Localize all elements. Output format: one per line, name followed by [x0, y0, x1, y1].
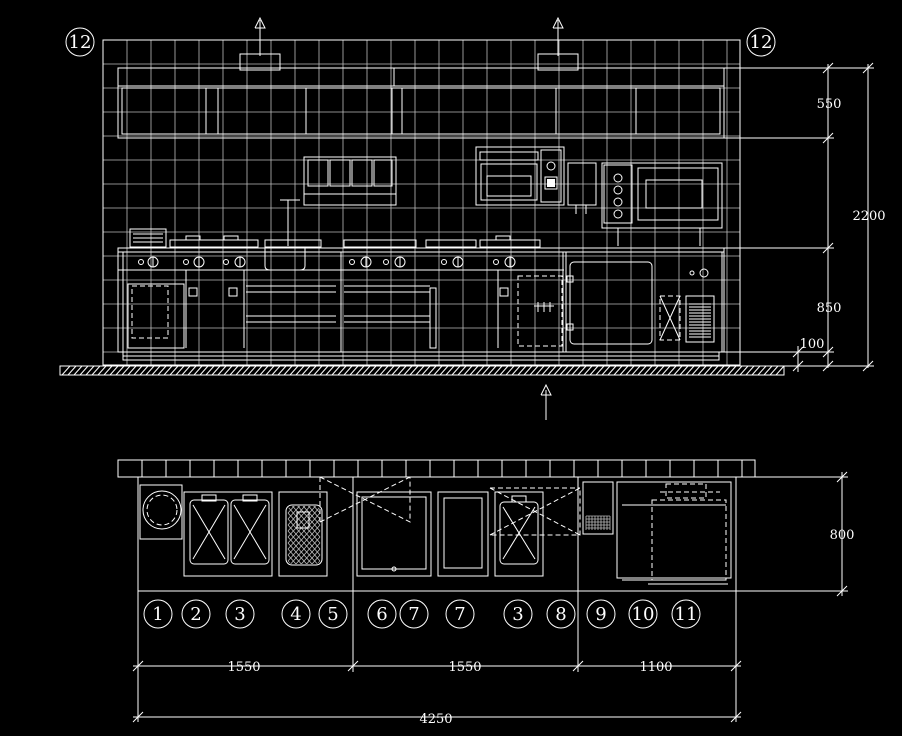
callout-left-label: 12 — [69, 32, 92, 53]
dim-total-height: 2200 — [852, 209, 885, 224]
dim-segment-3: 1100 — [639, 660, 672, 675]
plan-label-13: 11 — [671, 599, 701, 629]
plan-label-11: 9 — [586, 599, 616, 629]
plan-label-text: 3 — [512, 604, 523, 625]
dim-plinth: 100 — [800, 337, 825, 352]
plan-label-12: 10 — [628, 599, 658, 629]
floor-line — [59, 365, 785, 376]
plan-label-9: 3 — [503, 599, 533, 629]
exhaust-arrow-right — [537, 16, 579, 71]
plan-wall-tiles — [141, 460, 743, 477]
dim-depth: 800 — [830, 528, 855, 543]
plan-label-8: 7 — [445, 599, 475, 629]
plan-label-6: 6 — [367, 599, 397, 629]
plan-label-text: 8 — [555, 604, 566, 625]
exhaust-arrow-left — [239, 16, 281, 71]
dim-total-width: 4250 — [419, 712, 452, 727]
dim-segment-2: 1550 — [448, 660, 481, 675]
plan-label-text: 1 — [152, 604, 163, 625]
plan-label-text: 11 — [675, 604, 698, 625]
base-counter — [117, 247, 725, 361]
plan-item-6-7 — [356, 491, 432, 577]
plan-label-text: 6 — [376, 604, 387, 625]
plan-label-10: 8 — [546, 599, 576, 629]
elevation-dimensions: 550 2200 850 100 — [720, 62, 886, 372]
callout-right-label: 12 — [750, 32, 773, 53]
plan-label-text: 9 — [595, 604, 606, 625]
plan-label-4: 4 — [281, 599, 311, 629]
oven-vent-grill — [689, 303, 711, 338]
plan-item-9 — [582, 481, 614, 535]
dim-upper-cabinet: 550 — [817, 97, 842, 112]
wall-control-box — [567, 162, 597, 214]
dim-counter-height: 850 — [817, 301, 842, 316]
wall-oven — [475, 146, 565, 206]
plan-label-3: 3 — [225, 599, 255, 629]
range-hood — [117, 67, 725, 139]
plan-item-4 — [278, 491, 328, 577]
plan-label-text: 2 — [190, 604, 201, 625]
plan-counter-outline — [137, 476, 737, 592]
plan-label-text: 3 — [234, 604, 245, 625]
plan-label-2: 2 — [181, 599, 211, 629]
plan-label-text: 10 — [632, 604, 655, 625]
section-arrow — [540, 383, 552, 420]
counter-top-items — [129, 228, 541, 248]
combi-oven — [601, 162, 723, 246]
plan-label-5: 5 — [318, 599, 348, 629]
callout-right: 12 — [746, 27, 776, 57]
wall-outline — [102, 39, 741, 366]
plan-item-7 — [437, 491, 489, 577]
plan-label-text: 7 — [408, 604, 419, 625]
plan-item-1 — [139, 484, 183, 540]
plan-label-1: 1 — [143, 599, 173, 629]
plan-label-7: 7 — [399, 599, 429, 629]
plan-item-10-11 — [616, 481, 732, 585]
plan-label-text: 4 — [290, 604, 301, 625]
plan-item-2-3 — [183, 491, 273, 577]
elevation-view: 12 12 — [59, 16, 886, 420]
plan-dimensions: 800 1550 1550 1100 4250 — [132, 471, 855, 727]
plan-label-text: 5 — [327, 604, 338, 625]
callout-left: 12 — [65, 27, 95, 57]
control-knobs — [138, 256, 516, 268]
plan-item-3-8 — [494, 491, 544, 577]
dim-segment-1: 1550 — [227, 660, 260, 675]
wall-shelf-unit — [280, 156, 397, 246]
plan-label-text: 7 — [454, 604, 465, 625]
